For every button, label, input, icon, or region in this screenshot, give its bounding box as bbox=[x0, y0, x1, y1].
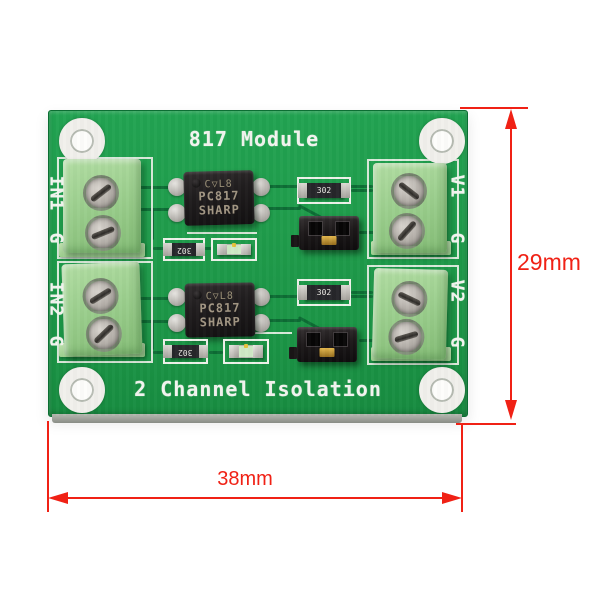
terminal-screw bbox=[81, 277, 120, 315]
smd-led-2 bbox=[223, 339, 269, 364]
solder-pad bbox=[252, 314, 270, 332]
terminal-screw bbox=[391, 173, 427, 209]
silkscreen-frame-in1 bbox=[57, 157, 153, 259]
terminal-label-in1: IN1 bbox=[45, 175, 67, 211]
chip-part-number: PC817 bbox=[199, 300, 241, 316]
pin1-dimple bbox=[192, 290, 202, 300]
pin1-dimple bbox=[191, 178, 201, 188]
mounting-hole-bottom-right bbox=[419, 367, 465, 413]
dimension-extension-line-left bbox=[47, 421, 49, 512]
chip-brand: SHARP bbox=[198, 201, 241, 218]
terminal-block-in1 bbox=[63, 159, 141, 253]
terminal-screw bbox=[387, 318, 425, 356]
terminal-label-v2: V2 bbox=[446, 279, 468, 303]
solder-pad bbox=[168, 314, 186, 332]
silkscreen-line bbox=[187, 232, 257, 234]
arrowhead-up-icon bbox=[505, 109, 517, 129]
terminal-label-v2-g: G bbox=[446, 336, 468, 348]
terminal-screw bbox=[389, 213, 425, 249]
solder-pad bbox=[168, 178, 186, 196]
solder-pad bbox=[252, 204, 270, 222]
resistor-code-label: 302 bbox=[176, 245, 192, 255]
dimension-extension-line-bottom-right bbox=[456, 423, 516, 425]
pcb-trace bbox=[137, 208, 185, 211]
width-dimension-label: 38mm bbox=[217, 468, 273, 490]
smd-resistor-3: 302 bbox=[162, 238, 206, 261]
height-dimension-label: 29mm bbox=[517, 249, 581, 275]
pcb-trace bbox=[209, 351, 223, 354]
jumper-socket bbox=[306, 332, 321, 347]
jumper-socket bbox=[308, 221, 323, 236]
smd-resistor-1: 302 bbox=[297, 177, 351, 204]
board-title: 817 Module bbox=[188, 127, 320, 151]
terminal-screw bbox=[390, 280, 428, 318]
mounting-hole-top-right bbox=[419, 118, 465, 164]
pcb-trace bbox=[203, 247, 213, 250]
solder-pad bbox=[252, 288, 270, 306]
arrowhead-right-icon bbox=[442, 492, 462, 504]
dimension-extension-line-right bbox=[461, 425, 463, 512]
arrowhead-down-icon bbox=[505, 400, 517, 420]
chip-brand: SHARP bbox=[199, 314, 241, 329]
terminal-screw bbox=[85, 215, 121, 251]
resistor-code-label: 302 bbox=[316, 287, 332, 297]
optocoupler-chip-1: C▽L8 PC817 SHARP bbox=[183, 170, 255, 226]
terminal-label-in2-g: G bbox=[45, 335, 67, 347]
terminal-block-in2 bbox=[61, 261, 143, 357]
resistor-code-label: 302 bbox=[178, 347, 193, 357]
terminal-screw bbox=[83, 175, 119, 211]
pcb-trace bbox=[137, 297, 187, 300]
optocoupler-chip-2: C▽L8 PC817 SHARP bbox=[184, 282, 256, 338]
board-subtitle: 2 Channel Isolation bbox=[134, 377, 382, 401]
pcb-trace bbox=[153, 351, 165, 354]
terminal-block-v2 bbox=[371, 268, 449, 360]
mounting-hole-top-left bbox=[59, 118, 105, 164]
pcb-board: 817 Module 2 Channel Isolation C▽L8 PC81… bbox=[45, 110, 468, 423]
smd-resistor-4: 302 bbox=[163, 339, 208, 364]
resistor-code-label: 302 bbox=[316, 185, 332, 195]
terminal-label-v1: V1 bbox=[446, 174, 468, 198]
pcb-trace bbox=[351, 291, 373, 294]
solder-pad bbox=[252, 178, 270, 196]
arrowhead-left-icon bbox=[48, 492, 68, 504]
header-pin bbox=[291, 235, 299, 247]
jumper-cap-2 bbox=[289, 327, 357, 362]
width-dimension-arrow bbox=[64, 497, 446, 499]
smd-resistor-2: 302 bbox=[297, 279, 351, 306]
pcb-trace bbox=[257, 207, 301, 210]
pcb-edge bbox=[52, 414, 462, 423]
pcb-trace bbox=[137, 320, 187, 323]
jumper-gold-pin bbox=[321, 236, 337, 245]
mounting-hole-bottom-left bbox=[59, 367, 105, 413]
silkscreen-frame-v1 bbox=[367, 159, 459, 259]
terminal-label-in1-g: G bbox=[45, 232, 67, 244]
smd-led-1 bbox=[211, 238, 257, 261]
terminal-screw bbox=[85, 315, 123, 353]
jumper-socket bbox=[333, 332, 348, 347]
pcb-trace bbox=[351, 189, 373, 192]
solder-pad bbox=[168, 204, 186, 222]
pcb-trace bbox=[153, 247, 165, 250]
dimension-extension-line-top bbox=[460, 107, 528, 109]
terminal-label-v1-g: G bbox=[446, 232, 468, 244]
header-pin bbox=[289, 347, 297, 359]
pcb-trace bbox=[257, 319, 301, 322]
terminal-block-v1 bbox=[373, 163, 447, 253]
jumper-cap-1 bbox=[291, 216, 359, 250]
height-dimension-arrow bbox=[510, 126, 512, 406]
solder-pad bbox=[168, 288, 186, 306]
pcb-trace bbox=[137, 186, 185, 189]
jumper-gold-pin bbox=[319, 348, 335, 357]
jumper-socket bbox=[335, 221, 350, 236]
silkscreen-frame-v2 bbox=[367, 265, 459, 365]
terminal-label-in2: IN2 bbox=[45, 281, 67, 317]
